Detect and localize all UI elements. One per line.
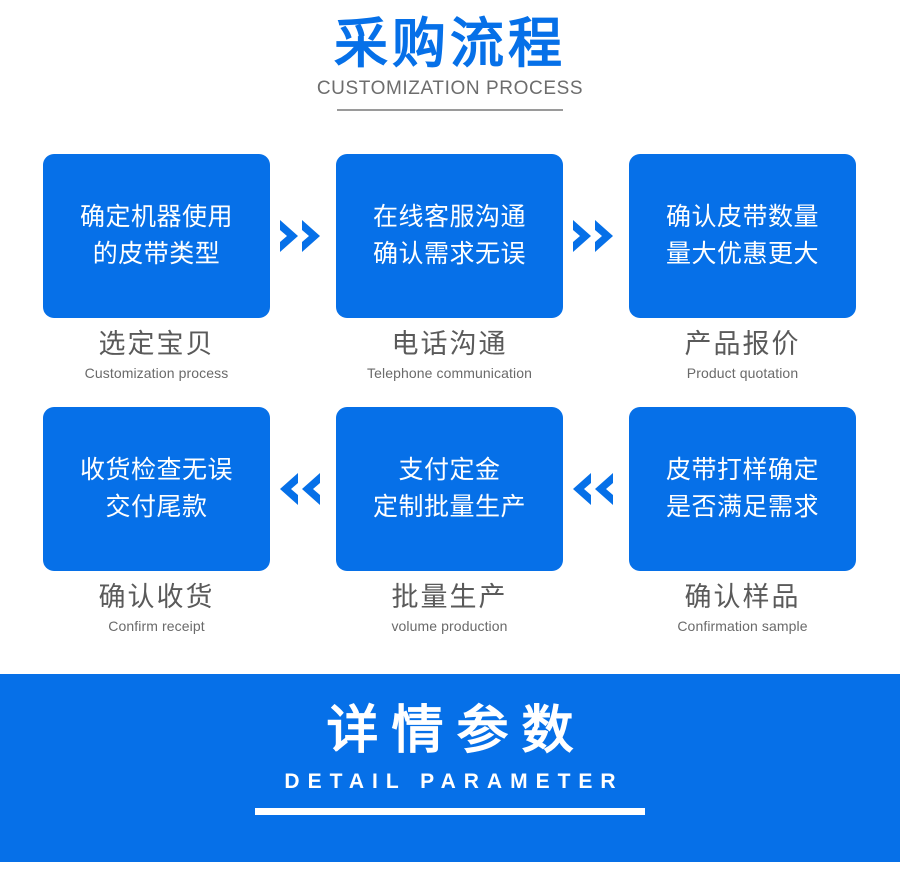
banner-title-en: DETAIL PARAMETER xyxy=(284,770,624,794)
step-3-caption-en: Product quotation xyxy=(686,365,799,382)
process-step-1[interactable]: 确定机器使用 的皮带类型 选定宝贝 Customization process xyxy=(43,154,270,381)
title-divider xyxy=(337,109,563,112)
banner-title-cn: 详情参数 xyxy=(326,702,587,760)
step-6-box[interactable]: 收货检查无误 交付尾款 xyxy=(43,407,270,572)
step-1-caption-cn: 选定宝贝 xyxy=(98,329,215,359)
step-3-box-line-2: 量大优惠更大 xyxy=(665,240,819,268)
step-2-caption-cn: 电话沟通 xyxy=(391,329,508,359)
step-6-caption-en: Confirm receipt xyxy=(108,618,205,635)
step-4-box-line-2: 是否满足需求 xyxy=(665,493,819,522)
double-chevron-left-icon-2 xyxy=(563,407,629,571)
step-2-box-line-2: 确认需求无误 xyxy=(372,240,526,268)
step-3-caption-cn: 产品报价 xyxy=(684,329,801,359)
process-step-3[interactable]: 确认皮带数量 量大优惠更大 产品报价 Product quotation xyxy=(629,154,856,381)
page-title-cn: 采购流程 xyxy=(334,14,566,74)
process-step-5[interactable]: 支付定金 定制批量生产 批量生产 volume production xyxy=(336,407,563,634)
step-5-caption-cn: 批量生产 xyxy=(391,582,508,613)
step-6-caption-cn: 确认收货 xyxy=(98,582,215,613)
step-4-box-line-1: 皮带打样确定 xyxy=(665,456,819,485)
step-4-box[interactable]: 皮带打样确定 是否满足需求 xyxy=(629,407,856,572)
process-step-2[interactable]: 在线客服沟通 确认需求无误 电话沟通 Telephone communicati… xyxy=(336,154,563,381)
step-1-box-line-2: 的皮带类型 xyxy=(92,240,221,268)
header-section: 采购流程 CUSTOMIZATION PROCESS xyxy=(0,0,900,140)
step-2-caption-en: Telephone communication xyxy=(367,365,532,382)
step-1-caption-en: Customization process xyxy=(84,365,229,382)
step-4-caption-en: Confirmation sample xyxy=(677,618,808,635)
page-title-en: CUSTOMIZATION PROCESS xyxy=(316,78,584,100)
step-1-box-line-1: 确定机器使用 xyxy=(79,203,233,231)
detail-parameter-banner: 详情参数 DETAIL PARAMETER xyxy=(0,674,900,862)
step-1-box[interactable]: 确定机器使用 的皮带类型 xyxy=(43,154,270,318)
step-6-box-line-1: 收货检查无误 xyxy=(79,456,233,485)
step-6-box-line-2: 交付尾款 xyxy=(105,493,208,522)
step-5-box[interactable]: 支付定金 定制批量生产 xyxy=(336,407,563,572)
double-chevron-right-icon-2 xyxy=(563,154,629,318)
step-4-caption-cn: 确认样品 xyxy=(684,582,801,613)
step-2-box[interactable]: 在线客服沟通 确认需求无误 xyxy=(336,154,563,318)
process-flow-row-2: 收货检查无误 交付尾款 确认收货 Confirm receipt 支付定金 定制… xyxy=(43,407,856,634)
step-5-box-line-2: 定制批量生产 xyxy=(372,493,526,522)
step-5-box-line-1: 支付定金 xyxy=(398,456,501,485)
step-5-caption-en: volume production xyxy=(391,618,508,635)
double-chevron-right-icon-1 xyxy=(270,154,336,318)
process-flow: 确定机器使用 的皮带类型 选定宝贝 Customization process … xyxy=(43,154,856,634)
double-chevron-left-icon-1 xyxy=(270,407,336,571)
step-3-box[interactable]: 确认皮带数量 量大优惠更大 xyxy=(629,154,856,318)
process-step-6[interactable]: 收货检查无误 交付尾款 确认收货 Confirm receipt xyxy=(43,407,270,634)
process-step-4[interactable]: 皮带打样确定 是否满足需求 确认样品 Confirmation sample xyxy=(629,407,856,634)
banner-divider xyxy=(255,808,645,816)
process-flow-row-1: 确定机器使用 的皮带类型 选定宝贝 Customization process … xyxy=(43,154,856,381)
step-3-box-line-1: 确认皮带数量 xyxy=(665,203,819,231)
step-2-box-line-1: 在线客服沟通 xyxy=(372,203,526,231)
